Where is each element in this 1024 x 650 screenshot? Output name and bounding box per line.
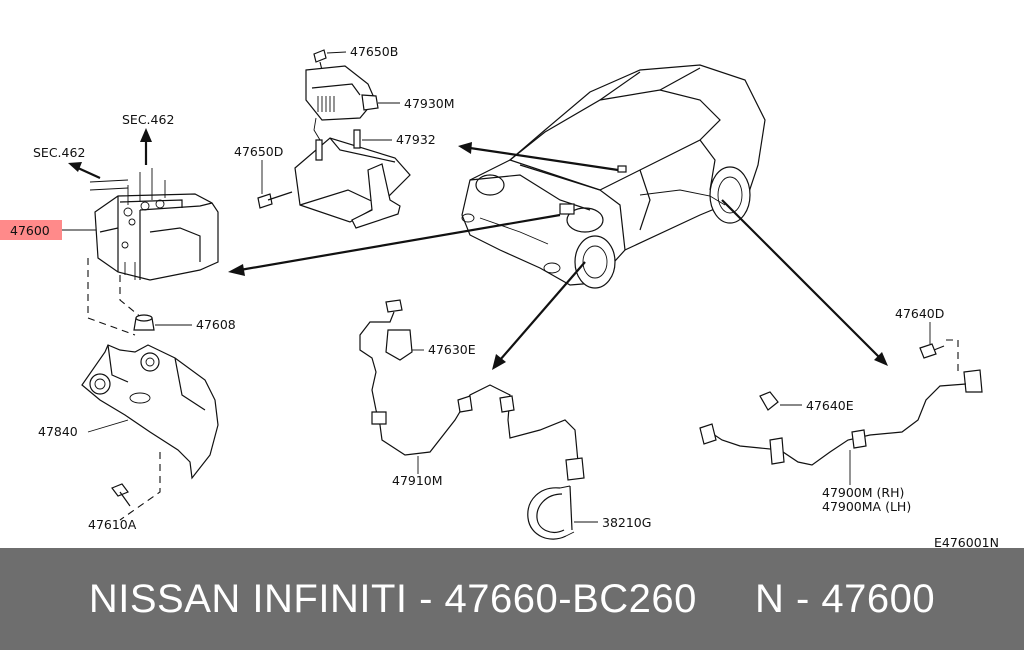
label-47932: 47932	[396, 132, 436, 147]
front-wheel-sensor	[359, 299, 585, 540]
label-47910M: 47910M	[392, 473, 443, 488]
bracket	[81, 258, 219, 521]
label-47600: 47600	[10, 223, 50, 238]
label-sec462-left: SEC.462	[33, 145, 85, 160]
vehicle	[461, 64, 766, 289]
abs-actuator	[68, 128, 219, 281]
label-47630E: 47630E	[428, 342, 476, 357]
highlight-47600	[0, 220, 62, 240]
label-47900MA: 47900MA (LH)	[822, 499, 911, 514]
pointer-arrows	[228, 142, 888, 370]
label-47900M: 47900M (RH)	[822, 485, 904, 500]
parts-diagram: SEC.462 SEC.462 47600 47608 47840 47610A	[0, 44, 999, 548]
label-38210G: 38210G	[602, 515, 651, 530]
label-47610A: 47610A	[88, 517, 137, 532]
drawing-code: E476001N	[934, 535, 999, 548]
label-47840: 47840	[38, 424, 78, 439]
rear-wheel-sensor	[699, 339, 983, 466]
label-47640D: 47640D	[895, 306, 944, 321]
label-47650D: 47650D	[234, 144, 283, 159]
label-47640E: 47640E	[806, 398, 854, 413]
yaw-sensor-assembly	[257, 49, 411, 229]
footer-part-number: NISSAN INFINITI - 47660-BC260 N - 47600	[88, 576, 936, 621]
label-47608: 47608	[196, 317, 236, 332]
footer-banner: NISSAN INFINITI - 47660-BC260 N - 47600	[0, 548, 1024, 650]
label-47650B: 47650B	[350, 44, 398, 59]
label-sec462-top: SEC.462	[122, 112, 174, 127]
label-47930M: 47930M	[404, 96, 455, 111]
